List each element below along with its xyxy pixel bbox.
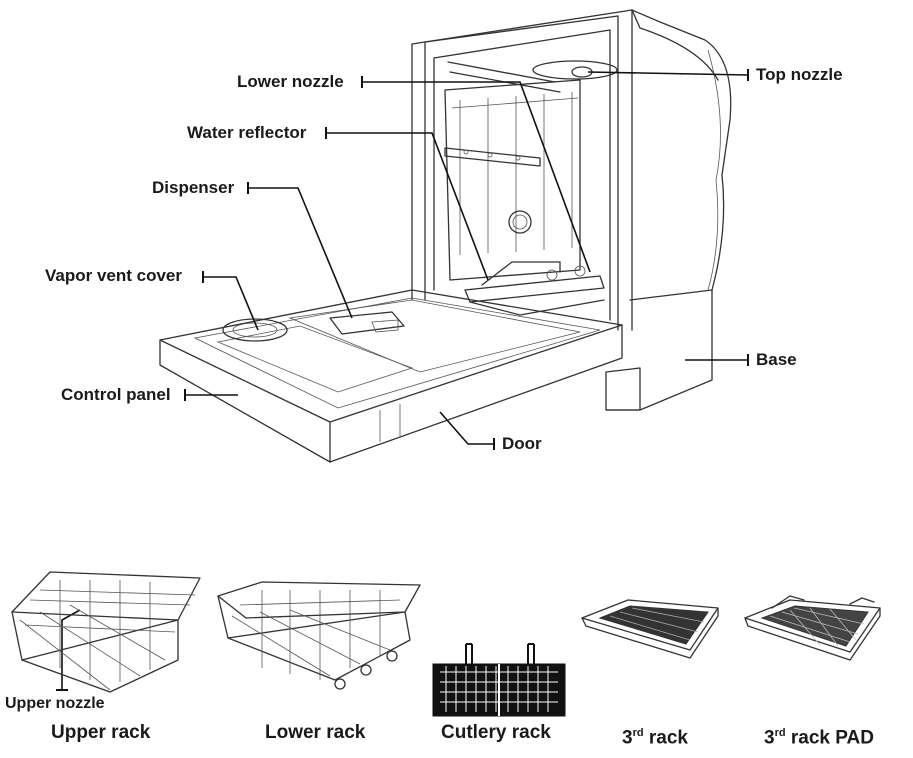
label-dispenser: Dispenser xyxy=(152,178,235,197)
cutlery-rack-shape xyxy=(432,643,566,717)
label-vapor-vent-cover: Vapor vent cover xyxy=(45,266,183,285)
caption-third-rack: 3rd rack xyxy=(622,722,688,749)
label-control-panel: Control panel xyxy=(61,385,171,404)
label-door: Door xyxy=(502,434,542,453)
leader-water-reflector xyxy=(326,132,489,281)
third-rack-pad-num: 3 xyxy=(764,727,775,749)
leader-vapor-vent xyxy=(203,276,259,331)
label-base: Base xyxy=(756,350,797,369)
lower-spray-arm-shape xyxy=(464,261,605,316)
label-lower-nozzle: Lower nozzle xyxy=(237,72,344,91)
leader-lower-nozzle xyxy=(362,81,591,273)
label-water-reflector: Water reflector xyxy=(187,123,307,142)
third-rack-text: rack xyxy=(643,727,688,749)
third-rack-pad-text: rack PAD xyxy=(785,727,874,749)
third-rack-shape xyxy=(581,599,719,659)
cabinet-outline xyxy=(411,9,732,411)
tub-frame xyxy=(411,9,633,331)
caption-cutlery-rack: Cutlery rack xyxy=(441,722,551,743)
label-upper-nozzle: Upper nozzle xyxy=(5,695,105,712)
label-top-nozzle: Top nozzle xyxy=(756,65,843,84)
upper-rack-shape xyxy=(11,571,201,693)
leader-dispenser xyxy=(248,187,353,319)
caption-lower-rack: Lower rack xyxy=(265,722,366,743)
third-rack-pad-sup: rd xyxy=(774,727,786,739)
third-rack-num: 3 xyxy=(622,727,633,749)
leader-top-nozzle xyxy=(587,71,749,76)
water-reflector-shape xyxy=(444,147,541,167)
third-rack-pad-shape xyxy=(744,595,881,661)
lower-rack-shape xyxy=(217,581,421,690)
leader-upper-nozzle xyxy=(61,609,81,690)
caption-upper-rack: Upper rack xyxy=(51,722,151,743)
leader-door xyxy=(439,411,494,445)
caption-third-rack-pad: 3rd rack PAD xyxy=(764,722,874,749)
tub-back-wall xyxy=(444,79,581,281)
third-rack-sup: rd xyxy=(632,727,644,739)
